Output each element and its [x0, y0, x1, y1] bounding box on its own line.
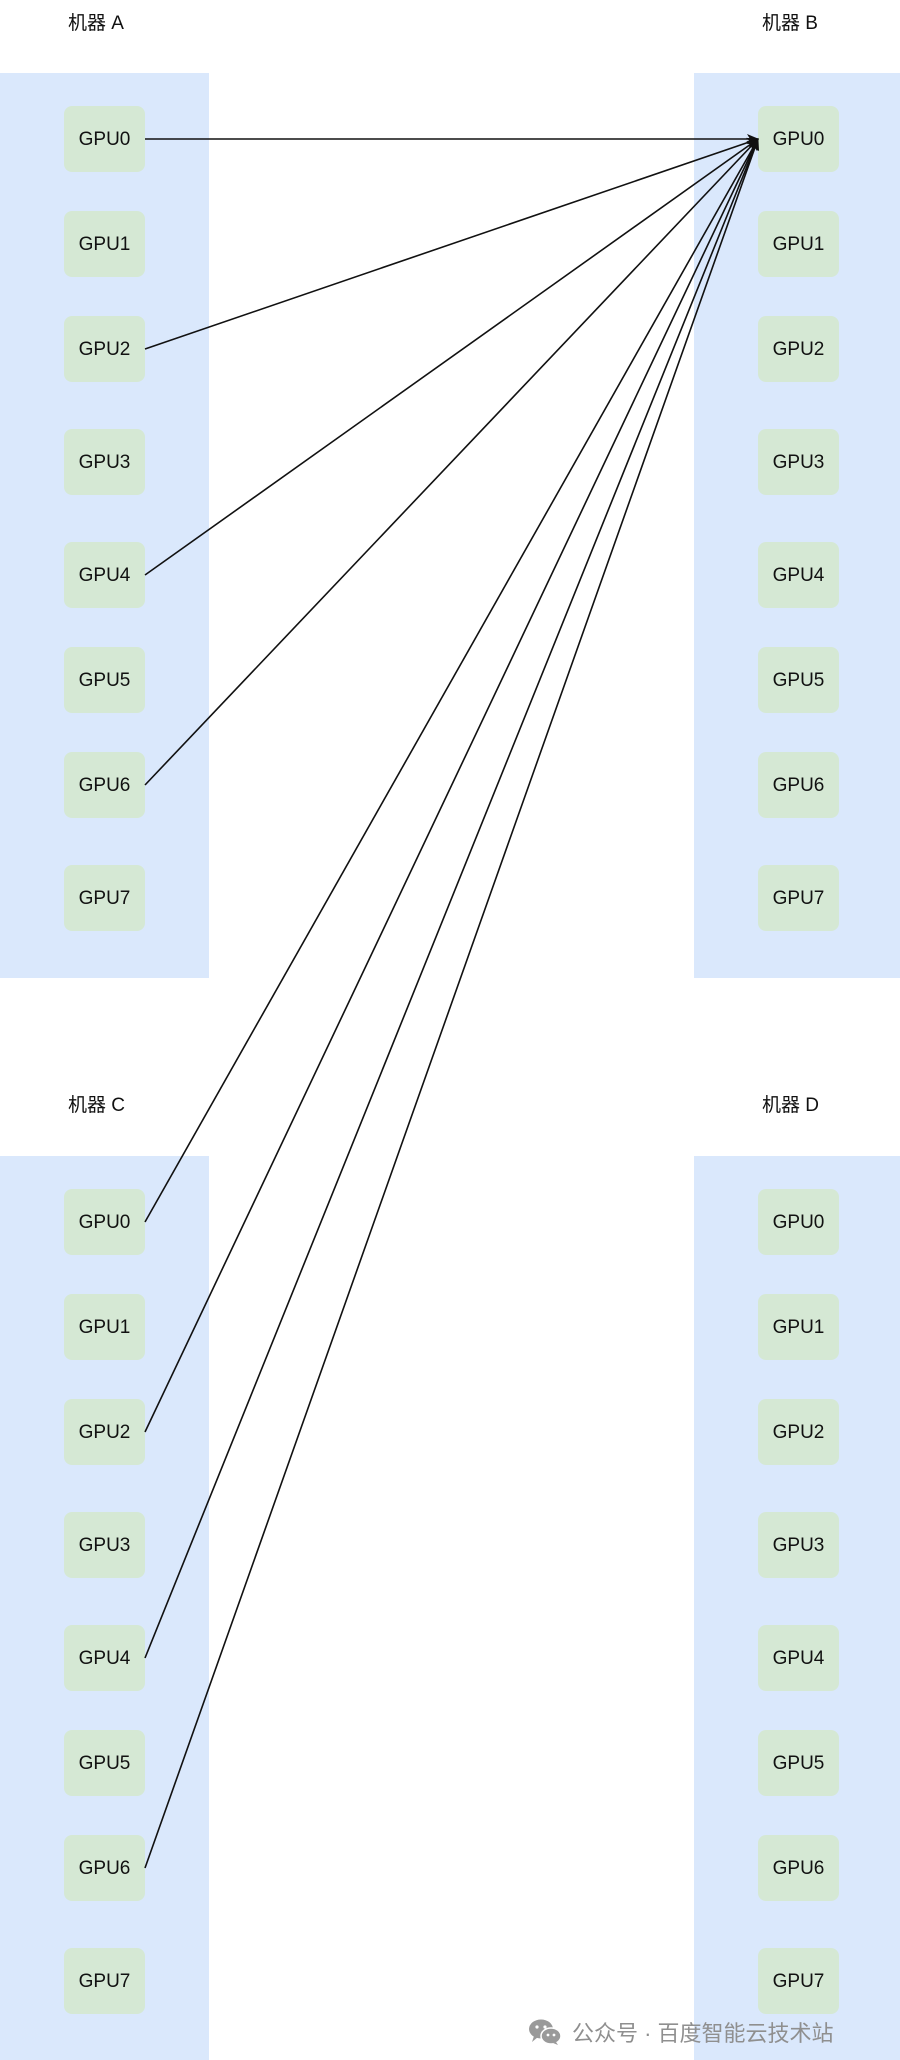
machine-d-label: 机器 D: [762, 1095, 820, 1116]
machine-d-gpu0: GPU0: [758, 1189, 839, 1255]
machine-b-gpu3: GPU3: [758, 429, 839, 495]
machine-d-gpu3: GPU3: [758, 1512, 839, 1578]
machine-a-gpu2: GPU2: [64, 316, 145, 382]
arrow-a-gpu2-to-b-gpu0: [144, 137, 759, 350]
machine-d-gpu2: GPU2: [758, 1399, 839, 1465]
machine-b-gpu2: GPU2: [758, 316, 839, 382]
machine-a-gpu7: GPU7: [64, 865, 145, 931]
machine-a-gpu0: GPU0: [64, 106, 145, 172]
machine-c-gpu2: GPU2: [64, 1399, 145, 1465]
machine-b-gpu7: GPU7: [758, 865, 839, 931]
wechat-icon: [529, 2019, 562, 2045]
machine-c-gpu4: GPU4: [64, 1625, 145, 1691]
machine-d-gpu6: GPU6: [758, 1835, 839, 1901]
arrow-c-gpu0-to-b-gpu0: [144, 138, 759, 1223]
machine-b-gpu1: GPU1: [758, 211, 839, 277]
machine-d-gpu4: GPU4: [758, 1625, 839, 1691]
machine-b-gpu6: GPU6: [758, 752, 839, 818]
machine-a-label: 机器 A: [68, 13, 124, 34]
machine-d-gpu1: GPU1: [758, 1294, 839, 1360]
machine-c-label: 机器 C: [68, 1095, 126, 1116]
machine-c-gpu3: GPU3: [64, 1512, 145, 1578]
machine-c-panel: GPU0 GPU1 GPU2 GPU3 GPU4 GPU5 GPU6 GPU7: [0, 1156, 209, 2060]
machine-a-panel: GPU0 GPU1 GPU2 GPU3 GPU4 GPU5 GPU6 GPU7: [0, 73, 209, 978]
arrow-c-gpu2-to-b-gpu0: [144, 138, 759, 1433]
arrow-a-gpu4-to-b-gpu0: [144, 138, 759, 576]
machine-d-gpu7: GPU7: [758, 1948, 839, 2014]
machine-b-gpu4: GPU4: [758, 542, 839, 608]
machine-d-gpu5: GPU5: [758, 1730, 839, 1796]
machine-c-gpu6: GPU6: [64, 1835, 145, 1901]
machine-a-gpu1: GPU1: [64, 211, 145, 277]
machine-a-gpu6: GPU6: [64, 752, 145, 818]
machine-a-gpu5: GPU5: [64, 647, 145, 713]
machine-a-gpu3: GPU3: [64, 429, 145, 495]
machine-c-gpu0: GPU0: [64, 1189, 145, 1255]
arrow-c-gpu4-to-b-gpu0: [144, 138, 759, 1659]
watermark-text: 公众号 · 百度智能云技术站: [572, 2021, 834, 2046]
machine-c-gpu7: GPU7: [64, 1948, 145, 2014]
machine-c-gpu1: GPU1: [64, 1294, 145, 1360]
machine-c-gpu5: GPU5: [64, 1730, 145, 1796]
machine-b-gpu5: GPU5: [758, 647, 839, 713]
machine-d-panel: GPU0 GPU1 GPU2 GPU3 GPU4 GPU5 GPU6 GPU7: [694, 1156, 900, 2060]
arrow-c-gpu6-to-b-gpu0: [144, 138, 760, 1869]
arrow-a-gpu6-to-b-gpu0: [144, 138, 759, 786]
machine-b-label: 机器 B: [762, 13, 818, 34]
watermark: 公众号 · 百度智能云技术站: [528, 2016, 834, 2048]
machine-a-gpu4: GPU4: [64, 542, 145, 608]
machine-b-gpu0: GPU0: [758, 106, 839, 172]
